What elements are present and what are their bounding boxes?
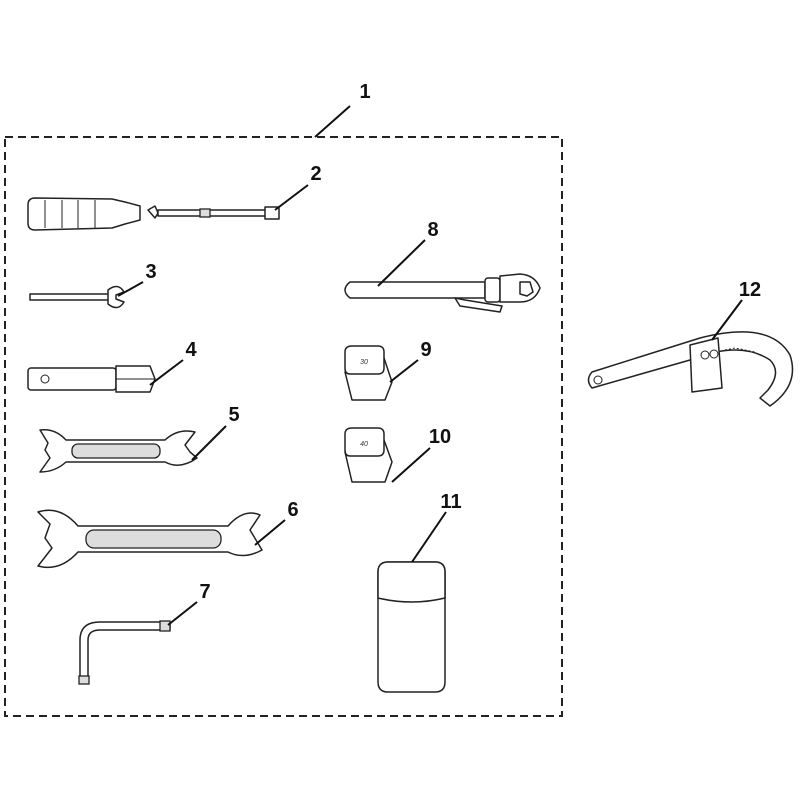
small-open-wrench: [29, 285, 125, 309]
callout-8: 8: [427, 219, 438, 241]
double-open-wrench-small: [39, 428, 198, 473]
callout-5: 5: [228, 404, 239, 426]
box-spanner: [27, 365, 156, 393]
callout-6: 6: [287, 499, 298, 521]
callout-9: 9: [420, 339, 431, 361]
tool-pouch: [377, 561, 446, 693]
screwdriver: [27, 197, 280, 231]
callout-1: 1: [359, 81, 370, 103]
c-hook-spanner: [587, 331, 794, 407]
socket-size-label: 30: [360, 359, 368, 366]
double-open-wrench-large: [37, 509, 263, 569]
callout-4: 4: [185, 339, 197, 361]
callout-12: 12: [739, 279, 761, 301]
callout-10: 10: [429, 426, 451, 448]
socket-30: 30: [344, 345, 393, 401]
tire-pressure-gauge: [344, 273, 541, 313]
socket-40: 40: [344, 427, 393, 483]
callout-2: 2: [310, 163, 321, 185]
socket-size-label: 40: [360, 441, 368, 448]
callout-3: 3: [145, 261, 156, 283]
tool-kit-boundary: [4, 136, 563, 717]
callout-7: 7: [199, 581, 210, 603]
hex-key: [78, 620, 171, 685]
callout-11: 11: [440, 491, 461, 513]
